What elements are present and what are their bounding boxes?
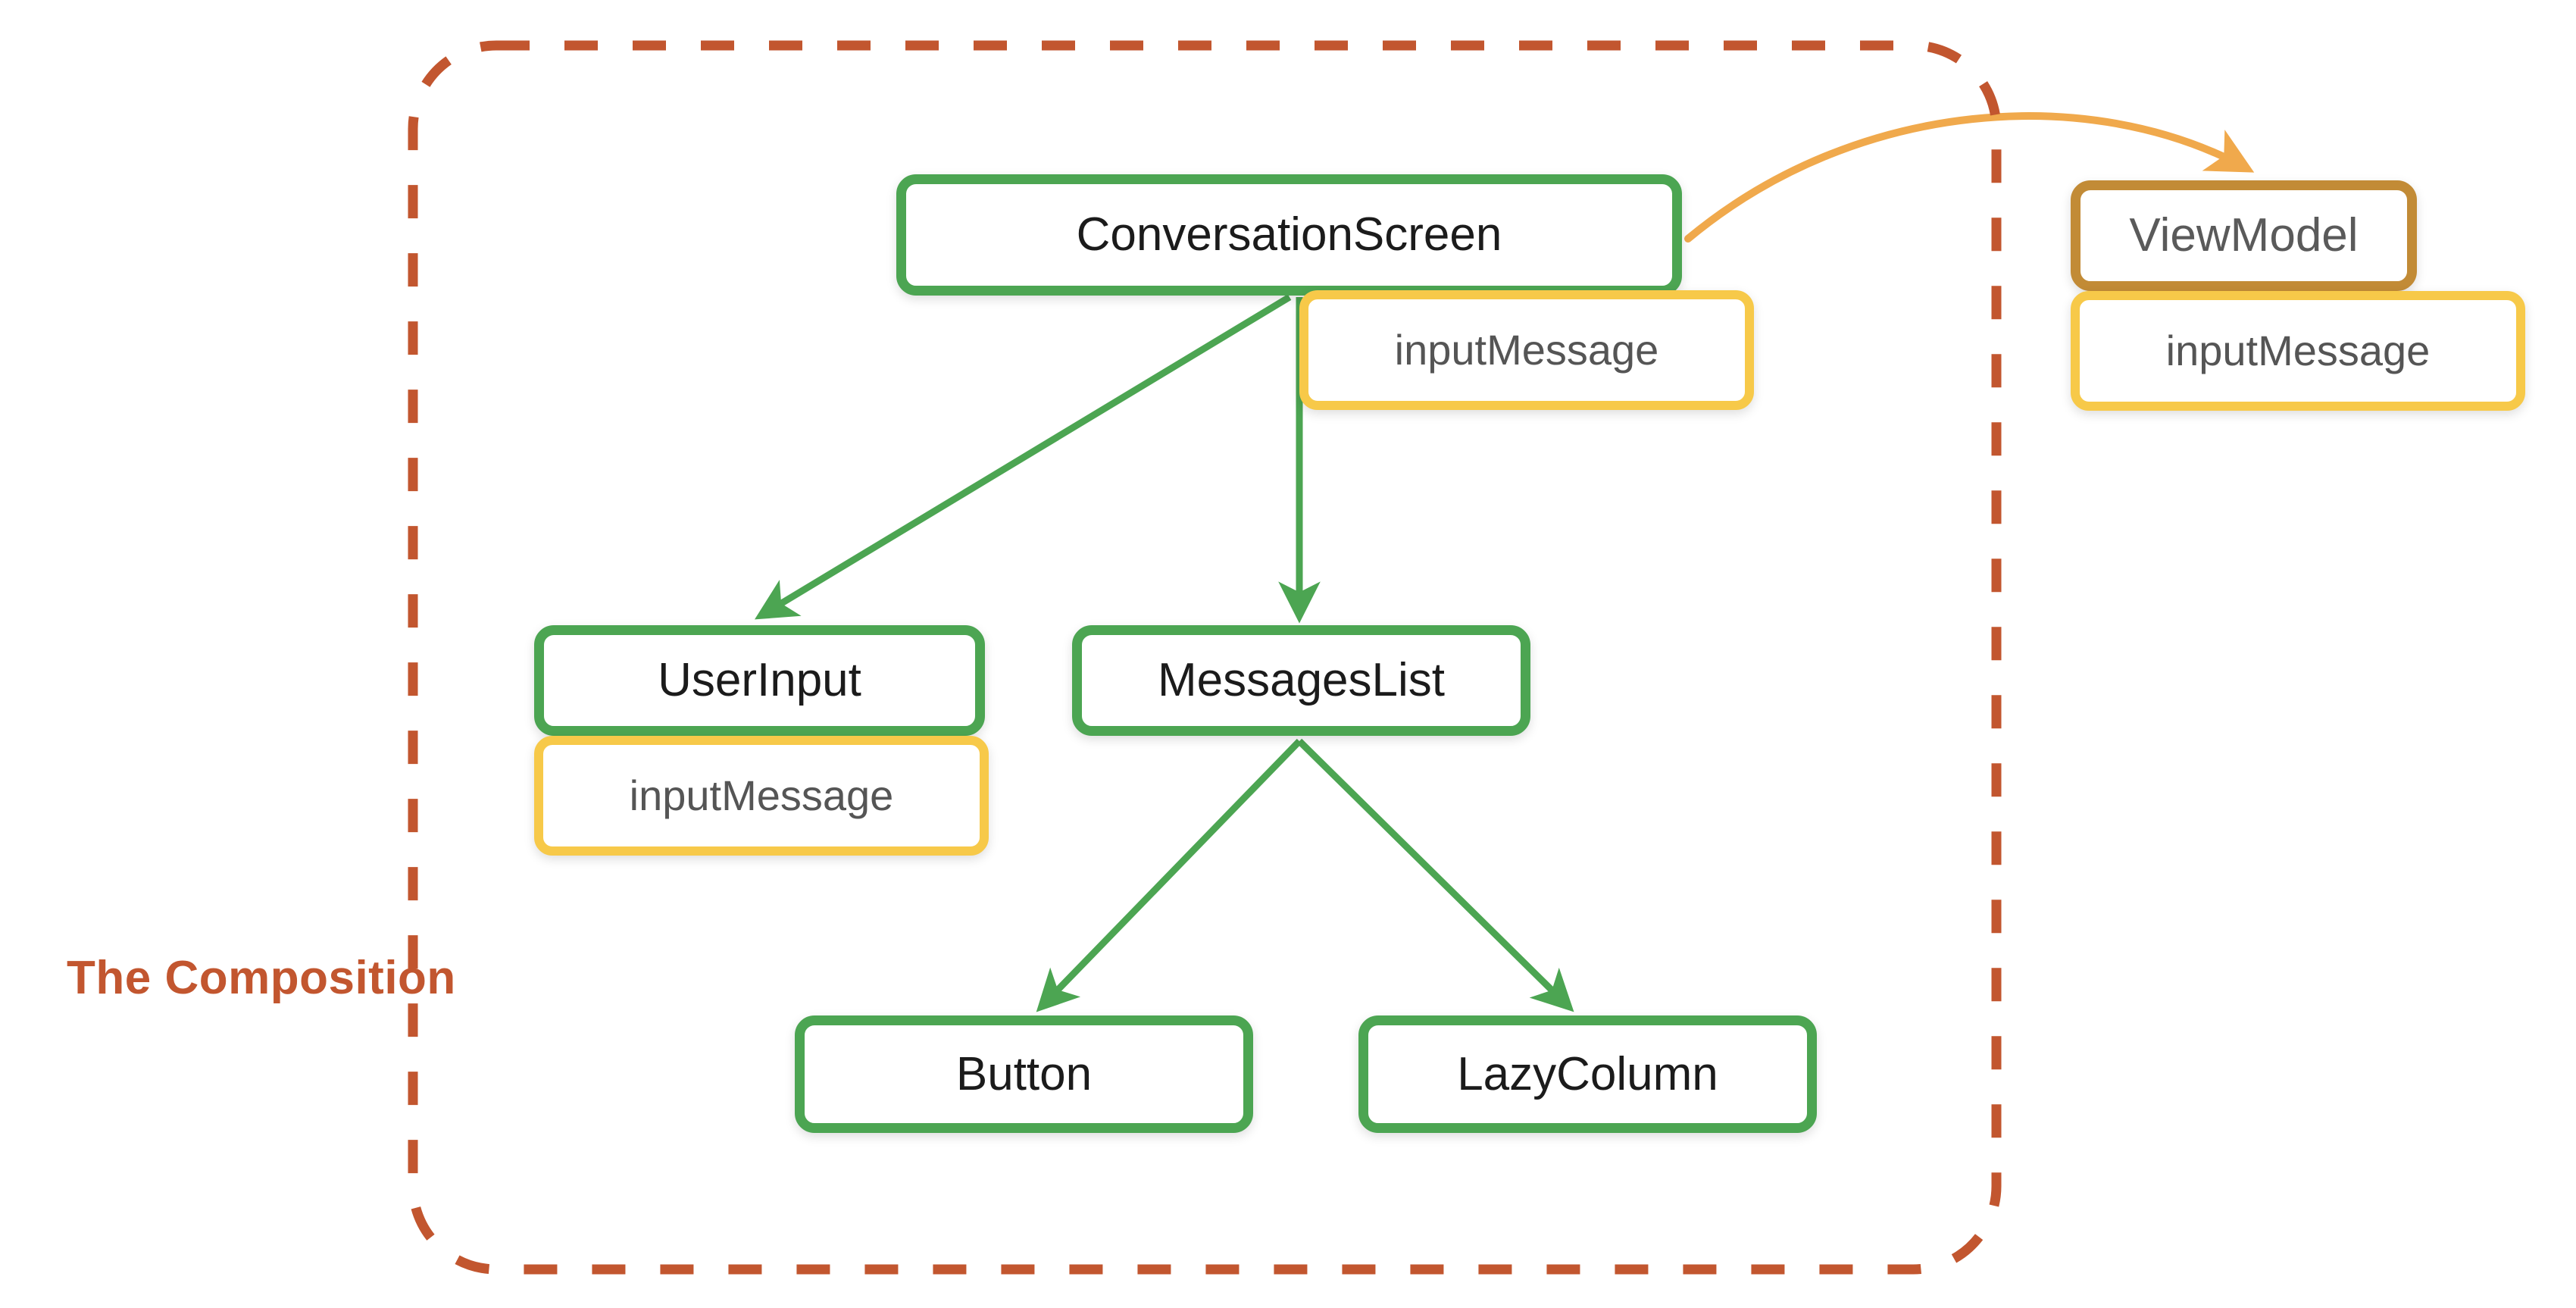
composition-caption: The Composition xyxy=(67,952,456,1004)
node-lazy-column[interactable]: LazyColumn xyxy=(1358,1015,1817,1133)
node-button[interactable]: Button xyxy=(795,1015,1253,1133)
node-messages-list-label: MessagesList xyxy=(1157,654,1446,706)
composition-boundary-rect xyxy=(408,40,2002,1275)
node-conversation-screen-label: ConversationScreen xyxy=(1076,208,1502,261)
node-view-model[interactable]: ViewModel xyxy=(2071,180,2417,291)
node-view-model-label: ViewModel xyxy=(2129,209,2359,261)
node-user-input-state-label: inputMessage xyxy=(629,771,894,819)
node-conversation-screen[interactable]: ConversationScreen xyxy=(896,174,1682,296)
node-messages-list[interactable]: MessagesList xyxy=(1072,625,1530,736)
node-view-model-state[interactable]: inputMessage xyxy=(2071,291,2525,411)
node-user-input-state[interactable]: inputMessage xyxy=(534,736,989,856)
node-view-model-state-label: inputMessage xyxy=(2165,327,2431,374)
node-user-input-label: UserInput xyxy=(658,654,861,706)
node-user-input[interactable]: UserInput xyxy=(534,625,985,736)
node-conversation-screen-state[interactable]: inputMessage xyxy=(1299,290,1754,410)
node-lazy-column-label: LazyColumn xyxy=(1457,1047,1718,1100)
node-button-label: Button xyxy=(955,1047,1093,1100)
node-conversation-screen-state-label: inputMessage xyxy=(1394,326,1659,374)
